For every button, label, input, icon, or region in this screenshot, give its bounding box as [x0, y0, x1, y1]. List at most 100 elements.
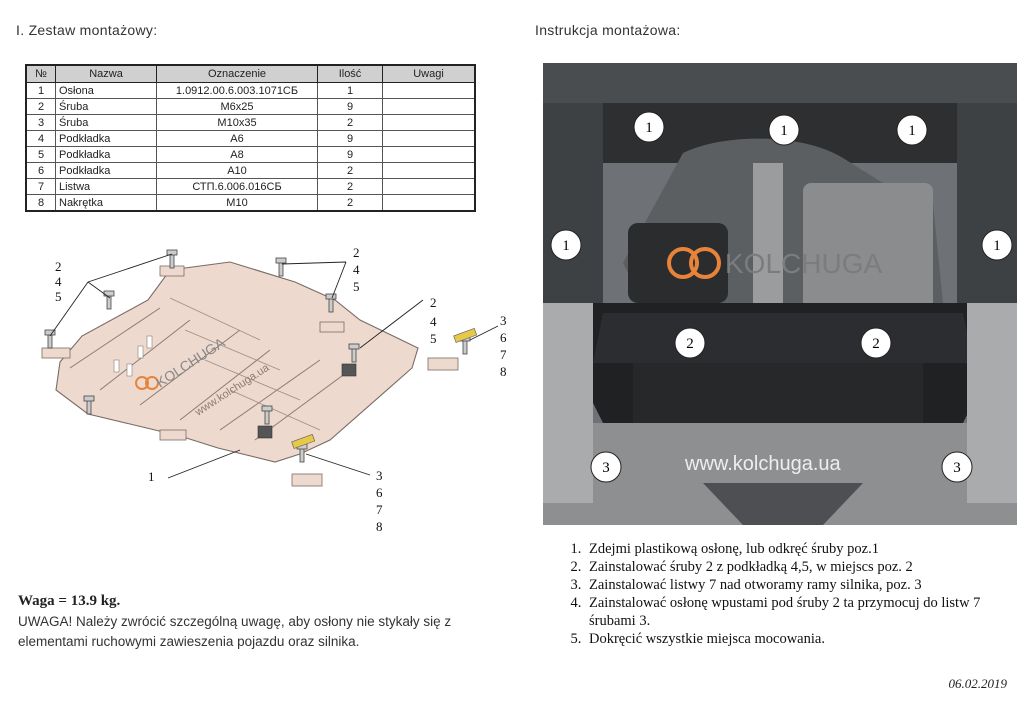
- col-header-quantity: Ilość: [317, 64, 383, 83]
- cell-number: 3: [25, 114, 56, 131]
- leader-lines: [49, 253, 499, 479]
- callout-bottom-4: 8: [376, 519, 383, 534]
- cell-quantity: 2: [317, 162, 383, 179]
- svg-text:2: 2: [872, 336, 880, 352]
- svg-text:3: 3: [953, 460, 961, 476]
- instruction-section-title: Instrukcja montażowa:: [535, 22, 681, 38]
- marker-1b: 1: [768, 114, 800, 146]
- cell-designation: СТП.6.006.016СБ: [156, 178, 318, 195]
- cell-name: Osłona: [55, 82, 157, 99]
- marker-1a: 1: [633, 111, 665, 143]
- callout-top-3: 5: [353, 279, 360, 294]
- callout-bottom-3: 7: [376, 502, 383, 517]
- svg-text:2: 2: [686, 336, 694, 352]
- cell-number: 2: [25, 98, 56, 115]
- svg-text:1: 1: [908, 123, 916, 139]
- callout-bottom-1: 3: [376, 468, 383, 483]
- cell-name: Śruba: [55, 98, 157, 115]
- step-item: Zainstalować listwy 7 nad otworamy ramy …: [585, 576, 1024, 594]
- marker-2a: 2: [674, 327, 706, 359]
- marker-1c: 1: [896, 114, 928, 146]
- cell-quantity: 2: [317, 194, 383, 212]
- callout-mid-2: 4: [430, 314, 437, 329]
- cell-quantity: 9: [317, 98, 383, 115]
- marker-1d: 1: [550, 229, 582, 261]
- step-item: Zainstalować śruby 2 z podkładką 4,5, w …: [585, 558, 1024, 576]
- cell-name: Podkładka: [55, 146, 157, 163]
- installation-steps: Zdejmi plastikową osłonę, lub odkręć śru…: [548, 540, 1024, 648]
- bolts: [44, 249, 471, 463]
- callout-left-3: 5: [55, 289, 62, 304]
- cell-number: 4: [25, 130, 56, 147]
- col-header-designation: Oznaczenie: [156, 64, 318, 83]
- cell-number: 7: [25, 178, 56, 195]
- svg-text:3: 3: [602, 460, 610, 476]
- document-date: 06.02.2019: [948, 676, 1008, 691]
- svg-text:1: 1: [780, 123, 788, 139]
- cell-notes: [382, 82, 476, 99]
- cell-designation: 1.0912.00.6.003.1071СБ: [156, 82, 318, 99]
- svg-text:1: 1: [993, 238, 1001, 254]
- marker-3b: 3: [941, 451, 973, 483]
- marker-2b: 2: [860, 327, 892, 359]
- cell-name: Podkładka: [55, 162, 157, 179]
- photo-website-text: www.kolchuga.ua: [684, 453, 842, 475]
- cell-notes: [382, 98, 476, 115]
- step-item: Dokręcić wszystkie miejsca mocowania.: [585, 630, 1024, 648]
- marker-1e: 1: [981, 229, 1013, 261]
- callout-right-3: 7: [500, 347, 507, 362]
- cell-notes: [382, 146, 476, 163]
- warning-text: UWAGA! Należy zwrócić szczególną uwagę, …: [18, 614, 452, 649]
- step-item: Zdejmi plastikową osłonę, lub odkręć śru…: [585, 540, 1024, 558]
- cell-designation: A8: [156, 146, 318, 163]
- cell-name: Śruba: [55, 114, 157, 131]
- diagram-callouts: 2 4 5 2 4 5 2 4 5 3 6 7 8 1 3 6 7 8: [55, 245, 507, 534]
- cell-number: 8: [25, 194, 56, 212]
- cell-designation: A6: [156, 130, 318, 147]
- strip-parts: [291, 328, 478, 449]
- col-header-name: Nazwa: [55, 64, 157, 83]
- callout-right-4: 8: [500, 364, 507, 379]
- callout-left-1: 2: [55, 259, 62, 274]
- cell-designation: M6x25: [156, 98, 318, 115]
- underbody-photo: KOLCHUGA www.kolchuga.ua 1 1 1 1 1 2 2 3…: [543, 63, 1017, 525]
- cell-notes: [382, 130, 476, 147]
- cell-name: Nakrętka: [55, 194, 157, 212]
- cell-number: 6: [25, 162, 56, 179]
- skid-plate: [41, 261, 459, 487]
- callout-plate: 1: [148, 469, 155, 484]
- cell-designation: A10: [156, 162, 318, 179]
- cell-quantity: 2: [317, 114, 383, 131]
- cell-name: Podkładka: [55, 130, 157, 147]
- cell-designation: M10x35: [156, 114, 318, 131]
- cell-notes: [382, 194, 476, 212]
- cell-quantity: 2: [317, 178, 383, 195]
- parts-table-header-row: № Nazwa Oznaczenie Ilość Uwagi: [25, 64, 476, 83]
- svg-text:1: 1: [645, 120, 653, 136]
- col-header-number: №: [25, 64, 56, 83]
- photo-brand-text: KOLCHUGA: [725, 248, 882, 279]
- cell-name: Listwa: [55, 178, 157, 195]
- cell-notes: [382, 114, 476, 131]
- callout-mid-1: 2: [430, 295, 437, 310]
- callout-top-2: 4: [353, 262, 360, 277]
- callout-top-1: 2: [353, 245, 360, 260]
- callout-right-2: 6: [500, 330, 507, 345]
- cell-notes: [382, 162, 476, 179]
- photo-brand: KOLCHUGA www.kolchuga.ua: [667, 247, 882, 475]
- svg-text:1: 1: [562, 238, 570, 254]
- callout-bottom-2: 6: [376, 485, 383, 500]
- cell-quantity: 9: [317, 130, 383, 147]
- step-item: Zainstalować osłonę wpustami pod śruby 2…: [585, 594, 1024, 630]
- callout-left-2: 4: [55, 274, 62, 289]
- callout-right-1: 3: [500, 313, 507, 328]
- photo-markers: 1 1 1 1 1 2 2 3 3: [550, 111, 1013, 483]
- assembly-diagram: KOLCHUGA www.kolchuga.ua 2 4 5 2 4 5 2 4…: [41, 245, 507, 534]
